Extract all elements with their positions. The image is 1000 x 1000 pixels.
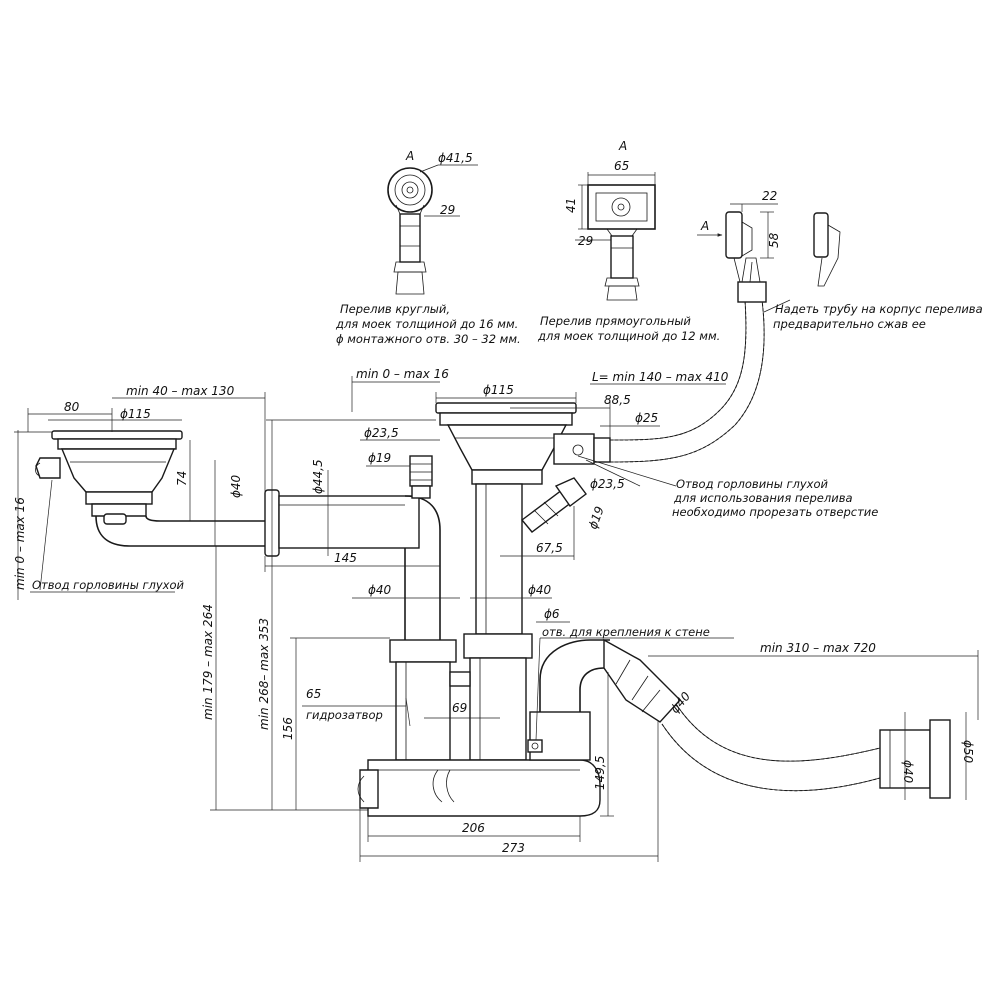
- round-overflow-note-1: Перелив круглый,: [340, 302, 450, 316]
- round-overflow-view: A ϕ41,5 29 Перелив круглый, для моек тол…: [335, 149, 521, 346]
- dim-65: 65: [306, 687, 321, 701]
- dimension-lines: 80 ϕ115 min 40 – max 130 min 0 – max 16 …: [13, 367, 979, 862]
- dim-d40-pipe-left: ϕ40: [368, 583, 392, 597]
- dim-d23-5-b: ϕ23,5: [590, 477, 625, 491]
- dim-d6: ϕ6: [544, 607, 560, 621]
- blind-branch-right-note-1: Отвод горловины глухой: [676, 477, 828, 491]
- dim-min40-max130: min 40 – max 130: [126, 384, 235, 398]
- side-note-1: Надеть трубу на корпус перелива: [775, 302, 983, 316]
- dim-hose-length: L= min 140 – max 410: [592, 370, 729, 384]
- dim-d40-pipe-right: ϕ40: [528, 583, 552, 597]
- dim-min310-max720: min 310 – max 720: [760, 641, 876, 655]
- dim-d19-branch: ϕ19: [586, 504, 607, 531]
- dim-min268-max353: min 268– max 353: [257, 618, 271, 730]
- dim-d115-left: ϕ115: [120, 407, 151, 421]
- dim-67-5: 67,5: [536, 541, 563, 555]
- dim-41-rect: 41: [564, 198, 578, 213]
- trap-label: гидрозатвор: [306, 708, 383, 722]
- dim-d115-right: ϕ115: [483, 383, 514, 397]
- blind-branch-left-note: Отвод горловины глухой: [32, 578, 184, 592]
- wall-hole-label: отв. для крепления к стене: [542, 625, 710, 639]
- dim-80: 80: [64, 400, 80, 414]
- dim-min179-max264: min 179 – max 264: [201, 604, 215, 720]
- dim-d23-5-a: ϕ23,5: [364, 426, 399, 440]
- dim-d50-end: ϕ50: [961, 740, 975, 764]
- rect-overflow-note-2: для моек толщиной до 12 мм.: [537, 329, 720, 343]
- dim-58-side: 58: [767, 232, 781, 248]
- dim-206: 206: [462, 821, 485, 835]
- overflow-stub-small: [409, 455, 433, 499]
- view-a-label-side: A: [700, 219, 709, 233]
- dim-d40-end: ϕ40: [901, 760, 915, 784]
- dim-149-5: 149,5: [593, 756, 607, 790]
- dim-d41-5: ϕ41,5: [438, 151, 473, 165]
- dim-29-rect: 29: [578, 234, 593, 248]
- view-a-label: A: [405, 149, 414, 163]
- dim-min0-max16-left: min 0 – max 16: [13, 497, 27, 590]
- dim-d44-5: ϕ44,5: [311, 459, 325, 494]
- dim-145: 145: [334, 551, 357, 565]
- dim-22-side: 22: [762, 189, 777, 203]
- outlet-hose: [661, 703, 951, 799]
- side-note-2: предварительно сжав ее: [773, 317, 926, 331]
- dim-d40-left-pipe: ϕ40: [229, 474, 243, 498]
- overflow-hose: [609, 257, 767, 463]
- blind-branch-right-note-3: необходимо прорезать отверстие: [672, 505, 878, 519]
- dim-74: 74: [175, 471, 189, 486]
- left-strainer: [35, 430, 265, 547]
- trap-assembly: [357, 633, 681, 817]
- side-overflow-view: A 22 58 Надеть трубу на корпус перелива …: [697, 189, 983, 331]
- dim-d25: ϕ25: [635, 411, 658, 425]
- dim-29-round: 29: [440, 203, 455, 217]
- view-a-label-rect: A: [618, 139, 627, 153]
- round-overflow-note-2: для моек толщиной до 16 мм.: [335, 317, 518, 331]
- dim-d19: ϕ19: [368, 451, 391, 465]
- dim-69: 69: [452, 701, 467, 715]
- rect-overflow-view: A 65 41 29 Перелив прямоугольный для мое…: [537, 139, 720, 343]
- right-strainer: [435, 402, 611, 635]
- rect-overflow-note-1: Перелив прямоугольный: [540, 314, 691, 328]
- dim-88-5: 88,5: [604, 393, 631, 407]
- blind-branch-right-note-2: для использования перелива: [673, 491, 853, 505]
- left-horizontal-pipe: [264, 489, 441, 640]
- dim-156: 156: [281, 717, 295, 740]
- dim-273: 273: [502, 841, 525, 855]
- round-overflow-note-3: ϕ монтажного отв. 30 – 32 мм.: [336, 332, 521, 346]
- dim-65-rect: 65: [614, 159, 629, 173]
- dim-min0-max16-top: min 0 – max 16: [356, 367, 449, 381]
